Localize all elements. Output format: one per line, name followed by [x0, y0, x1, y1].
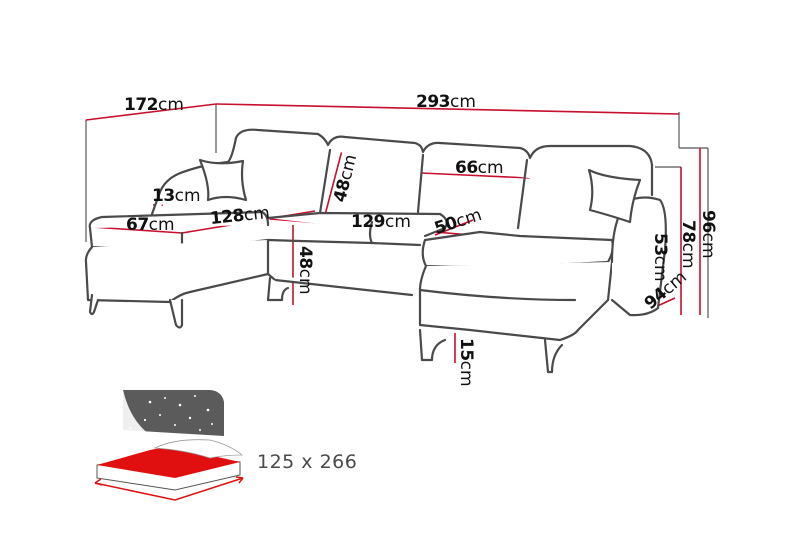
sleeping-area-size: 125 x 266: [257, 451, 358, 473]
dim-chaise-depth: 172cm: [124, 95, 184, 115]
dim-armrest-height: 13cm: [152, 186, 201, 206]
dim-leg-height: 15cm: [456, 338, 476, 387]
dim-seat-height: 48cm: [295, 246, 315, 295]
dim-chaise-width: 67cm: [126, 215, 175, 235]
dim-seat-width-middle: 129cm: [351, 212, 411, 232]
guide-lines: [85, 104, 709, 318]
dim-cushion-width: 66cm: [455, 158, 504, 178]
stars: [129, 395, 213, 431]
sofa-outline: [84, 128, 667, 374]
dim-total-height: 96cm: [698, 210, 718, 259]
dim-total-width: 293cm: [416, 92, 476, 112]
sleep-function-icon: [94, 390, 244, 501]
dim-back-height-inner: 78cm: [678, 220, 698, 269]
dim-arm-height: 53cm: [650, 233, 670, 282]
